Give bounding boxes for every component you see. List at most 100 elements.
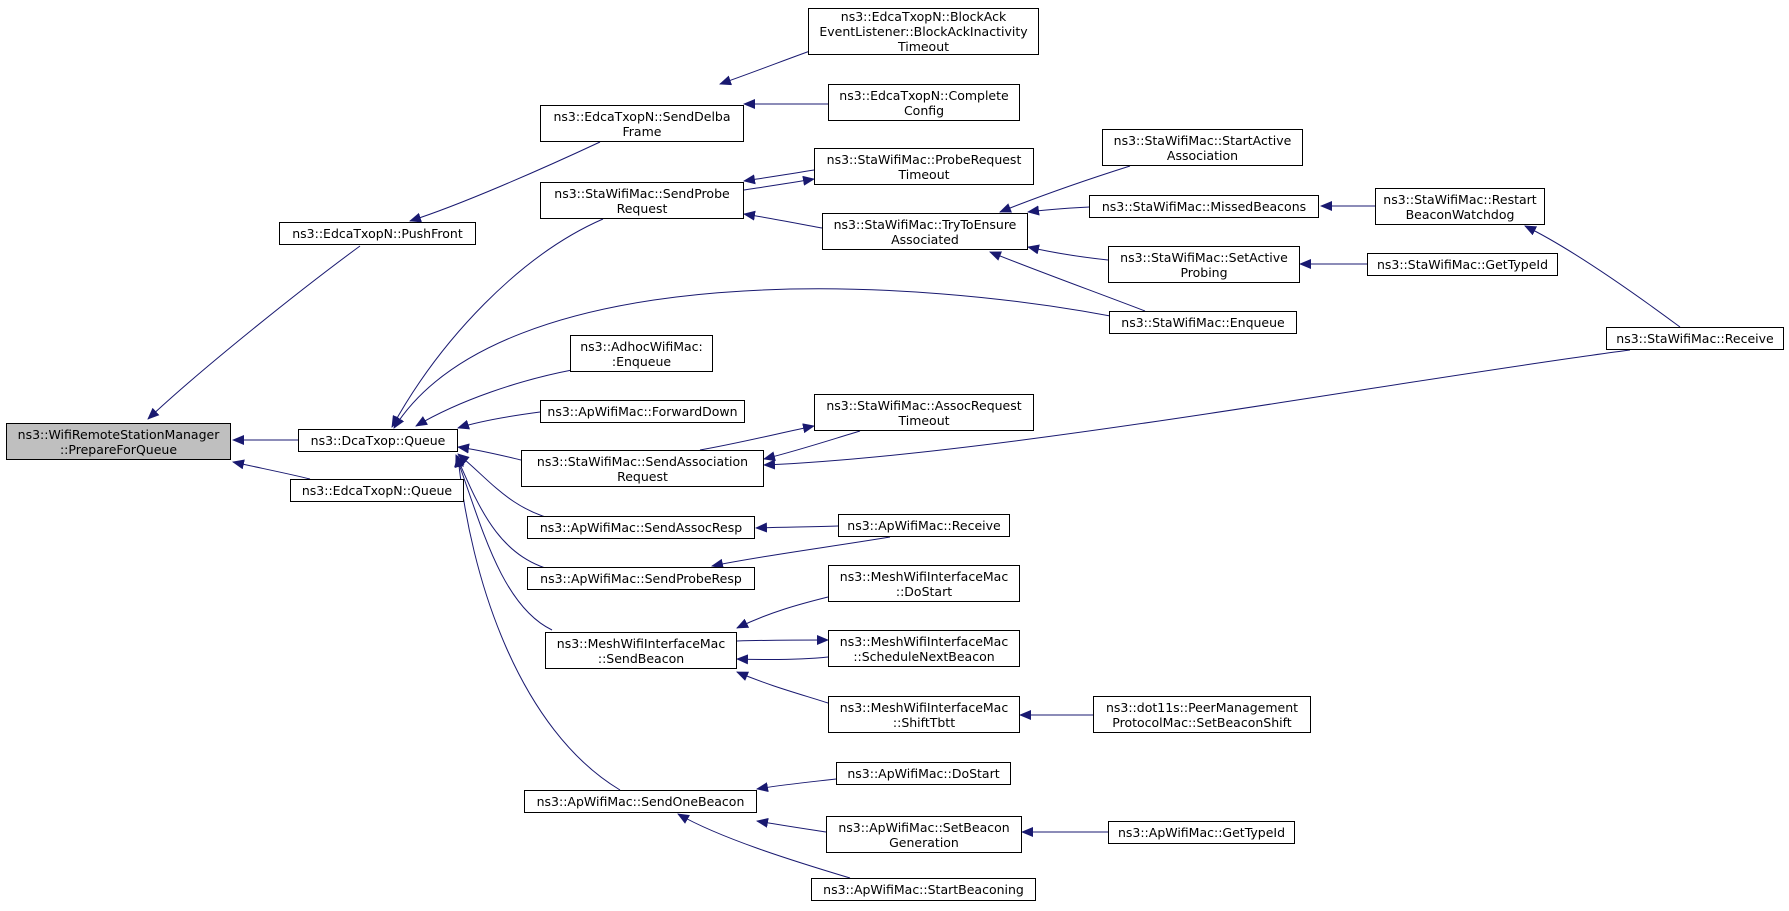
node-label-line: Generation [889,834,959,850]
node-meshschedule[interactable]: ns3::MeshWifiInterfaceMac::ScheduleNextB… [828,630,1020,667]
edge-apreceive-to-sendproberesp [711,536,891,569]
node-label-line: ns3::MeshWifiInterfaceMac [839,568,1009,584]
edge-sendassoc-to-dcaqueue [457,443,522,461]
node-label-line: ns3::StaWifiMac::Enqueue [1121,315,1285,330]
node-label-line: ::DoStart [895,583,953,599]
node-label-line: ns3::StaWifiMac::MissedBeacons [1101,199,1307,214]
node-label-line: :Enqueue [611,353,672,369]
node-prepare[interactable]: ns3::WifiRemoteStationManager::PrepareFo… [6,423,231,460]
edge-sendassoc-to-assoctimeout [699,423,815,451]
node-label-line: ns3::ApWifiMac::Receive [847,518,1001,533]
node-meshdostart[interactable]: ns3::MeshWifiInterfaceMac::DoStart [828,565,1020,602]
node-label-line: ns3::MeshWifiInterfaceMac [839,699,1009,715]
node-label-line: ns3::ApWifiMac::SendOneBeacon [536,794,745,809]
node-label-line: ns3::dot11s::PeerManagement [1105,699,1299,715]
node-label-line: ns3::MeshWifiInterfaceMac [839,633,1009,649]
node-label-line: ns3::EdcaTxopN::PushFront [292,226,463,241]
node-label-line: ns3::ApWifiMac::SendAssocResp [539,520,743,535]
edge-sendprobe-to-probetimeout [743,175,815,191]
node-label-line: ns3::ApWifiMac::SendProbeResp [540,571,742,586]
node-apdostart[interactable]: ns3::ApWifiMac::DoStart [836,762,1011,785]
node-label-line: Timeout [898,166,950,182]
edge-meshdostart-to-meshsendbeacon [736,596,829,629]
node-edcaqueue[interactable]: ns3::EdcaTxopN::Queue [290,479,464,502]
node-label-line: BeaconWatchdog [1405,206,1515,222]
node-missed[interactable]: ns3::StaWifiMac::MissedBeacons [1089,195,1319,218]
edge-startactive-to-trytoensure [999,165,1131,213]
node-fwddown[interactable]: ns3::ApWifiMac::ForwardDown [540,400,745,423]
node-label-line: Config [903,102,945,118]
node-meshshift[interactable]: ns3::MeshWifiInterfaceMac::ShiftTbtt [828,696,1020,733]
edge-meshschedule-to-meshsendbeacon [736,654,829,665]
edge-edcaqueue-to-prepare [232,459,311,480]
node-apgettype[interactable]: ns3::ApWifiMac::GetTypeId [1108,821,1295,844]
edge-meshshift-to-meshsendbeacon [736,671,829,704]
node-label-line: ns3::EdcaTxopN::Queue [301,483,453,498]
node-staenqueue[interactable]: ns3::StaWifiMac::Enqueue [1109,311,1297,334]
edge-meshsendbeacon-to-dcaqueue [455,455,553,631]
edge-stareceive-to-restart [1524,225,1681,328]
edge-missed-to-trytoensure [1027,205,1090,216]
edge-pushfront-to-prepare [147,245,361,420]
node-label-line: ns3::StaWifiMac::ProbeRequest [826,151,1022,167]
edge-senddelba-to-pushfront [409,141,601,223]
node-pushfront[interactable]: ns3::EdcaTxopN::PushFront [279,222,476,245]
node-label-line: ProtocolMac::SetBeaconShift [1112,714,1292,730]
node-sendproberesp[interactable]: ns3::ApWifiMac::SendProbeResp [527,567,755,590]
node-label-line: ns3::WifiRemoteStationManager [17,426,220,442]
node-label-line: ::SendBeacon [597,650,685,666]
edge-sendproberesp-to-dcaqueue [455,454,561,573]
node-label-line: Frame [622,123,662,139]
node-label-line: Probing [1180,264,1228,280]
node-label-line: ns3::StaWifiMac::GetTypeId [1376,257,1549,272]
node-label-line: Request [616,200,668,216]
edge-adhocenq-to-dcaqueue [415,369,573,427]
edge-fwddown-to-dcaqueue [457,411,541,430]
node-label-line: EventListener::BlockAckInactivity [819,24,1028,39]
node-label-line: ns3::ApWifiMac::GetTypeId [1117,825,1286,840]
node-startbeaconing[interactable]: ns3::ApWifiMac::StartBeaconing [811,878,1036,901]
edge-probetimeout-to-sendprobe [743,169,815,185]
node-label-line: ns3::EdcaTxopN::BlockAck [840,9,1007,24]
edge-apdostart-to-sendonebeacon [756,778,837,793]
edge-setactive-to-trytoensure [1027,244,1109,261]
node-label-line: ns3::StaWifiMac::TryToEnsure [833,216,1017,232]
edge-sendonebeacon-to-dcaqueue [454,455,621,791]
node-label-line: ns3::ApWifiMac::SetBeacon [838,819,1010,835]
edge-sendprobe-to-dcaqueue [391,218,604,428]
edge-setbeacongen-to-sendonebeacon [756,817,827,833]
node-label-line: ns3::AdhocWifiMac: [580,338,703,354]
node-meshsendbeacon[interactable]: ns3::MeshWifiInterfaceMac::SendBeacon [545,632,737,669]
node-label-line: ns3::StaWifiMac::SendProbe [554,185,730,201]
node-label-line: ns3::ApWifiMac::DoStart [847,766,1000,781]
node-label-line: ns3::ApWifiMac::StartBeaconing [823,882,1024,897]
node-apreceive[interactable]: ns3::ApWifiMac::Receive [838,514,1010,537]
node-stagettype[interactable]: ns3::StaWifiMac::GetTypeId [1367,253,1558,276]
edge-startbeaconing-to-sendonebeacon [677,813,851,879]
node-label-line: Associated [891,231,959,247]
node-dcaqueue[interactable]: ns3::DcaTxop::Queue [298,429,458,452]
node-label-line: ns3::MeshWifiInterfaceMac [556,635,726,651]
node-label-line: Association [1166,147,1239,163]
node-adhocenq[interactable]: ns3::AdhocWifiMac::Enqueue [570,335,713,372]
node-label-line: ns3::StaWifiMac::Receive [1616,331,1774,346]
edge-staenqueue-to-trytoensure [989,251,1146,312]
edge-stareceive-to-sendassoc [763,349,1631,470]
node-sendonebeacon[interactable]: ns3::ApWifiMac::SendOneBeacon [524,790,757,813]
edge-trytoensure-to-sendprobe [743,210,823,229]
node-stareceive[interactable]: ns3::StaWifiMac::Receive [1606,327,1784,350]
node-sendassocresp[interactable]: ns3::ApWifiMac::SendAssocResp [527,516,755,539]
